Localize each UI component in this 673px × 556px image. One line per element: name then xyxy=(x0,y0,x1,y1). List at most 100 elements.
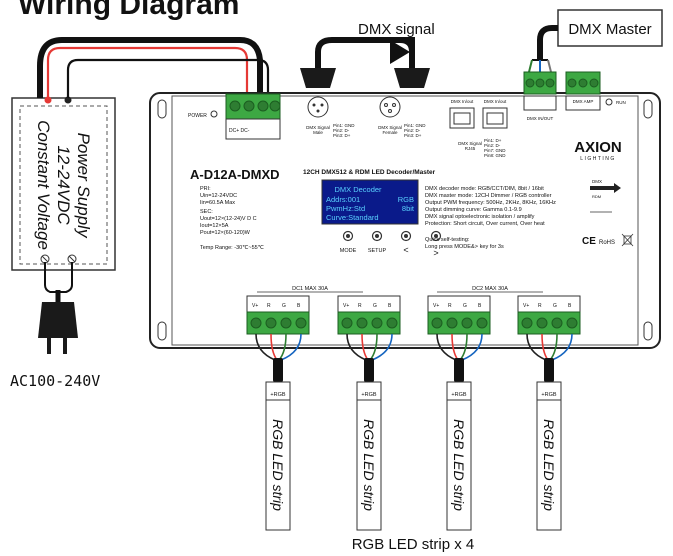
weee-bin-icon xyxy=(621,233,634,247)
rj45-port-2-label: DMX In/out xyxy=(484,99,507,104)
lcd-line-pwm: PwmHz:Std xyxy=(326,204,365,213)
strip-connector-label: +RGB xyxy=(451,392,466,398)
model-name: A-D12A-DMXD xyxy=(190,167,280,182)
lcd-display xyxy=(321,179,419,225)
output-pin-label: V+ xyxy=(433,303,439,309)
rgb-led-strip xyxy=(356,399,382,531)
dc-wire-negative xyxy=(66,58,270,98)
power-led xyxy=(210,110,218,118)
dmx-plug-left xyxy=(300,68,336,88)
rgb-led-strip xyxy=(536,399,562,531)
button-next[interactable]: > xyxy=(430,230,442,259)
output-pin-label: V+ xyxy=(523,303,529,309)
feature-line: Protection: Short circuit, Over current,… xyxy=(425,221,545,227)
feature-list: DMX decoder mode: RGB/CCT/DIM, 8bit / 16… xyxy=(425,186,556,250)
ac-plug xyxy=(38,262,78,354)
output-pin-label: R xyxy=(358,303,362,309)
rj45-signal-sublabel: RJ45 xyxy=(465,146,476,151)
device-subtitle: 12CH DMX512 & RDM LED Decoder/Master xyxy=(303,169,436,176)
header-title: Wiring Diagram xyxy=(18,0,239,21)
spec-line: SEC: xyxy=(200,209,213,215)
psu-line3: Constant Voltage xyxy=(34,120,53,250)
run-led xyxy=(605,98,613,106)
rj45-pin2: Pin2: D- xyxy=(484,143,501,148)
feature-line: Output PWM frequency: 500Hz, 2KHz, 8KHz,… xyxy=(425,200,556,206)
xlr-male-pin2: Pin2: D- xyxy=(333,128,350,133)
strip-label: RGB LED strip xyxy=(541,419,557,511)
psu-line1: Power Supply xyxy=(74,133,93,239)
output-pin-label: B xyxy=(478,303,482,309)
rj45-signal-label: DMX Signal xyxy=(458,141,482,146)
strip-cable xyxy=(544,358,554,382)
xlr-female-pin1: Pin1: GND xyxy=(404,123,426,128)
output-pin-label: V+ xyxy=(343,303,349,309)
psu-line2: 12-24VDC xyxy=(54,145,73,225)
strip-connector-label: +RGB xyxy=(270,392,285,398)
quick-test-title: Quick self-testing: xyxy=(425,237,470,243)
spec-line: Iin=60.5A Max xyxy=(200,200,235,206)
psu-negative-terminal xyxy=(64,96,72,104)
lcd-line-curve: Curve:Standard xyxy=(326,213,379,222)
lcd-bit-value: 8bit xyxy=(402,204,415,213)
rdm-label: RDM xyxy=(592,194,601,199)
button-setup[interactable]: SETUP xyxy=(368,230,387,255)
output-terminal xyxy=(337,311,401,335)
psu-positive-terminal xyxy=(44,96,52,104)
feature-line: DMX master mode: 12CH Dimmer / RGB contr… xyxy=(425,193,552,199)
output-terminal xyxy=(246,311,310,335)
output-pin-label: G xyxy=(282,303,286,309)
dmx-arrow-icon xyxy=(590,183,621,193)
decoder-device: POWER DC+ DC- DMX Signal Male Pin1: GND … xyxy=(149,71,661,349)
dc-wire-positive xyxy=(46,46,249,98)
output-pin-label: B xyxy=(388,303,392,309)
spec-line: Uout=12×(12-24)V D C xyxy=(200,216,257,222)
strip-label: RGB LED strip xyxy=(270,419,286,511)
spec-list: PRI: Uin=12-24VDC Iin=60.5A Max SEC: Uou… xyxy=(200,186,265,251)
rgb-led-strip xyxy=(265,399,291,531)
rj45-pin8: Pin8: GND xyxy=(484,153,506,158)
brand-logo: AΧION xyxy=(574,139,622,156)
button-mode-label: MODE xyxy=(340,248,357,254)
xlr-male-sublabel: Male xyxy=(313,130,323,135)
output-pin-label: R xyxy=(448,303,452,309)
dmx-plug-right xyxy=(394,68,430,88)
spec-line: PRI: xyxy=(200,186,211,192)
output-terminal xyxy=(427,311,491,335)
output-pin-label: B xyxy=(297,303,301,309)
spec-line: Pout=12×(60-120)W xyxy=(200,230,251,236)
xlr-male-pin1: Pin1: GND xyxy=(333,123,355,128)
xlr-female-label: DMX Signal xyxy=(378,125,402,130)
xlr-female-pin2: Pin2: D- xyxy=(404,128,421,133)
rohs-mark: RoHS xyxy=(599,240,615,246)
rj45-pin1: Pin1: D+ xyxy=(484,138,502,143)
output-pin-label: R xyxy=(538,303,542,309)
feature-line: Output dimming curve: Gamma 0.1-9.9 xyxy=(425,207,522,213)
strip-cable xyxy=(273,358,283,382)
dmx-amp-label: DMX AMP xyxy=(573,99,594,104)
dmx-signal-label: DMX signal xyxy=(358,21,435,38)
dc-cable xyxy=(37,37,263,98)
ce-mark: CE xyxy=(582,236,596,247)
dmx-arrow-label: DMX xyxy=(592,179,602,184)
strip-label: RGB LED strip xyxy=(361,419,377,511)
strip-label: RGB LED strip xyxy=(451,419,467,511)
lcd-line-title: DMX Decoder xyxy=(334,185,382,194)
quick-test-hint: Long press MODE&> key for 3s xyxy=(425,244,504,250)
button-mode[interactable]: MODE xyxy=(340,230,357,255)
dc1-group-label: DC1 MAX 30A xyxy=(292,286,328,292)
feature-line: DMX decoder mode: RGB/CCT/DIM, 8bit / 16… xyxy=(425,186,544,192)
xlr-male-label: DMX Signal xyxy=(306,125,330,130)
dmx-inout-label: DMX IN/OUT xyxy=(527,116,554,121)
xlr-female-pin3: Pin3: D+ xyxy=(404,133,422,138)
rj45-pin7: Pin7: GND xyxy=(484,148,506,153)
button-setup-label: SETUP xyxy=(368,248,387,254)
button-prev[interactable]: < xyxy=(400,230,412,256)
lcd-mode-value: RGB xyxy=(398,195,414,204)
power-label: POWER xyxy=(188,113,207,119)
lcd-line-address: Addrs:001 xyxy=(326,195,360,204)
